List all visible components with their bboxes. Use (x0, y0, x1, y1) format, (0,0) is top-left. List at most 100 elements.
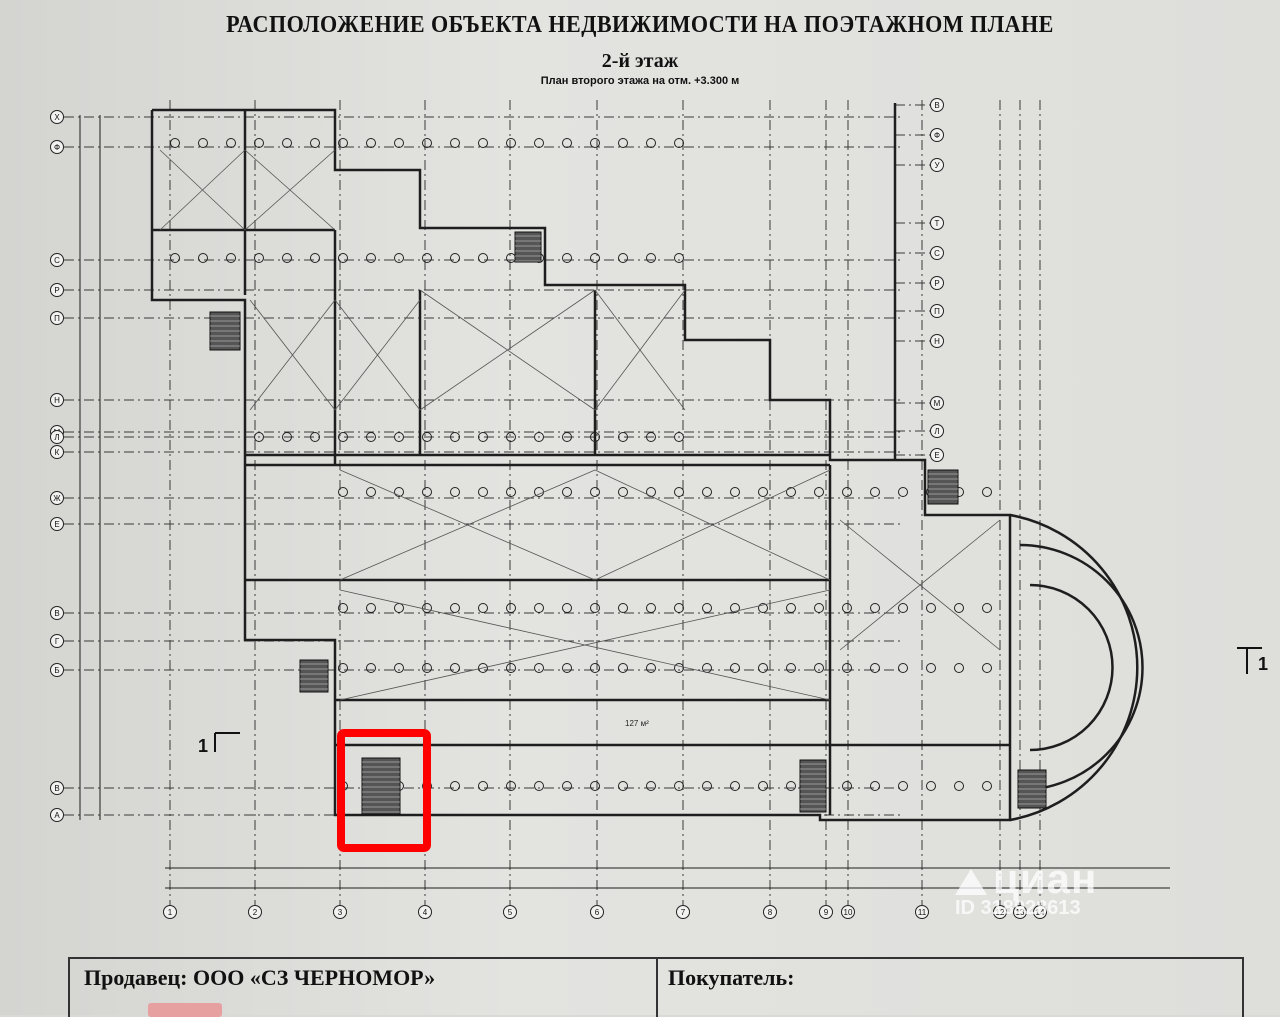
svg-text:Р: Р (934, 279, 939, 288)
column-marker (534, 781, 544, 791)
axis-marker-right: В (930, 98, 944, 112)
column-marker (898, 603, 908, 613)
section-mark-right-label: 1 (1258, 654, 1268, 674)
center-dimension: 127 м² (625, 719, 649, 728)
svg-text:6: 6 (595, 908, 600, 917)
column-marker (814, 603, 824, 613)
axis-marker-left: Е (50, 517, 64, 531)
signature-divider (656, 959, 658, 1017)
rotunda-outer (1009, 513, 1139, 822)
column-marker (534, 432, 544, 442)
svg-text:Р: Р (54, 286, 59, 295)
column-marker (674, 138, 684, 148)
room-diagonal (159, 149, 246, 231)
svg-text:1: 1 (168, 908, 173, 917)
column-marker (394, 487, 404, 497)
axis-marker-bottom: 3 (333, 905, 347, 919)
column-marker (366, 253, 376, 263)
column-marker (618, 138, 628, 148)
axis-marker-bottom: 6 (590, 905, 604, 919)
highlighted-unit-frame (337, 729, 431, 852)
column-marker (926, 663, 936, 673)
column-marker (450, 253, 460, 263)
column-marker (338, 487, 348, 497)
stairwells (209, 231, 1047, 815)
axis-marker-bottom: 12 (993, 905, 1007, 919)
column-marker (394, 253, 404, 263)
column-marker (786, 663, 796, 673)
section-mark-left-label: 1 (198, 736, 208, 756)
stair-2 (514, 231, 542, 263)
bottom-edge-marker (148, 1003, 222, 1017)
column-marker (590, 781, 600, 791)
column-marker (422, 432, 432, 442)
column-marker (478, 663, 488, 673)
room-diagonal (594, 469, 831, 581)
column-marker (310, 253, 320, 263)
column-marker (310, 138, 320, 148)
axis-marker-right: Е (930, 448, 944, 462)
column-marker (478, 432, 488, 442)
column-marker (646, 138, 656, 148)
section-mark-right (1237, 647, 1262, 674)
svg-text:В: В (54, 609, 59, 618)
column-marker (926, 603, 936, 613)
column-marker (366, 663, 376, 673)
column-marker (254, 253, 264, 263)
svg-text:В: В (934, 101, 939, 110)
svg-text:У: У (934, 161, 940, 170)
svg-text:Е: Е (54, 520, 59, 529)
column-marker (898, 781, 908, 791)
column-marker (618, 663, 628, 673)
column-marker (730, 603, 740, 613)
signature-table: Продавец: ООО «СЗ ЧЕРНОМОР» Покупатель: (68, 957, 1244, 1017)
column-marker (198, 253, 208, 263)
column-marker (730, 663, 740, 673)
column-marker (646, 663, 656, 673)
svg-text:5: 5 (508, 908, 513, 917)
column-marker (506, 487, 516, 497)
watermark: циан ID 318928613 (955, 855, 1097, 920)
column-marker (366, 138, 376, 148)
floor-title: 2-й этаж (601, 50, 679, 72)
column-marker (618, 487, 628, 497)
column-marker (758, 781, 768, 791)
column-marker (898, 487, 908, 497)
column-marker (870, 603, 880, 613)
column-marker (422, 603, 432, 613)
axis-marker-bottom: 7 (676, 905, 690, 919)
stair-5 (799, 759, 827, 813)
svg-text:К: К (55, 448, 60, 457)
column-marker (506, 138, 516, 148)
svg-text:Е: Е (934, 451, 939, 460)
axis-marker-left: А (50, 808, 64, 822)
column-marker (170, 253, 180, 263)
column-marker (282, 432, 292, 442)
axis-marker-right: Н (930, 334, 944, 348)
svg-text:12: 12 (996, 908, 1005, 917)
axis-marker-left: Х (50, 110, 64, 124)
column-marker (394, 138, 404, 148)
column-marker (674, 781, 684, 791)
column-marker (870, 487, 880, 497)
svg-text:П: П (934, 307, 940, 316)
axis-marker-right: Р (930, 276, 944, 290)
axis-marker-right: С (930, 246, 944, 260)
svg-text:Н: Н (54, 396, 60, 405)
axis-marker-right: Л (930, 424, 944, 438)
axis-marker-left: К (50, 445, 64, 459)
column-marker (786, 603, 796, 613)
axis-marker-left: Ж (50, 491, 64, 505)
column-marker (618, 603, 628, 613)
document-title: РАСПОЛОЖЕНИЕ ОБЪЕКТА НЕДВИЖИМОСТИ НА ПОЭ… (226, 12, 1054, 38)
svg-text:Т: Т (935, 219, 940, 228)
svg-text:8: 8 (768, 908, 773, 917)
column-marker (282, 138, 292, 148)
svg-text:10: 10 (844, 908, 853, 917)
column-marker (450, 663, 460, 673)
column-marker (898, 663, 908, 673)
axis-marker-bottom: 4 (418, 905, 432, 919)
axis-marker-bottom: 9 (819, 905, 833, 919)
